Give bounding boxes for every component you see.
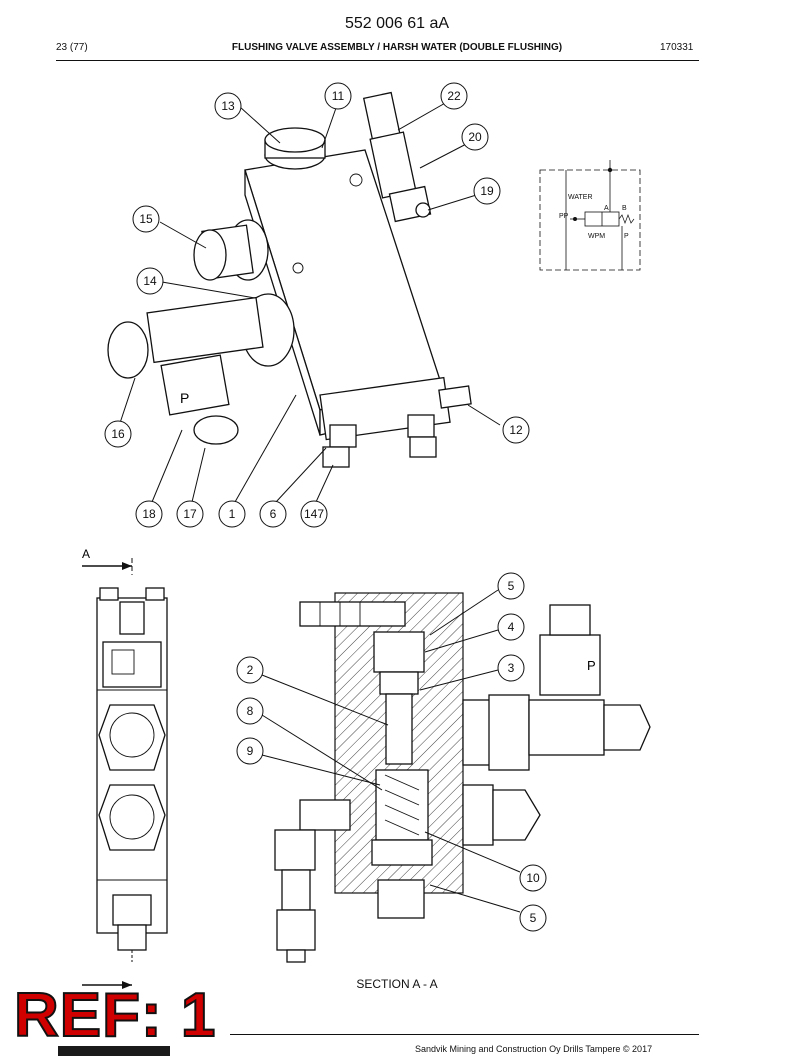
callout-14: 14: [136, 267, 164, 295]
callout-10: 10: [519, 864, 547, 892]
document-number: 552 006 61 aA: [344, 15, 450, 32]
svg-text:6: 6: [270, 507, 277, 521]
callout-19: 19: [473, 177, 501, 205]
svg-text:16: 16: [111, 427, 125, 441]
section-a-a-view: P: [274, 592, 651, 963]
callout-17: 17: [176, 500, 204, 528]
svg-text:2: 2: [247, 663, 254, 677]
page-info: 23 (77): [56, 42, 88, 53]
svg-text:13: 13: [221, 99, 235, 113]
callout-4: 4: [497, 613, 525, 641]
svg-text:20: 20: [468, 130, 482, 144]
svg-text:11: 11: [332, 89, 345, 103]
svg-text:19: 19: [480, 184, 494, 198]
svg-text:9: 9: [247, 744, 254, 758]
callout-8: 8: [236, 697, 264, 725]
section-marker-a: A: [82, 547, 90, 561]
schematic-port-b: B: [622, 205, 627, 212]
svg-text:3: 3: [508, 661, 515, 675]
svg-text:15: 15: [139, 212, 153, 226]
ref-stamp: REF: 1: [13, 981, 217, 1050]
callout-22: 22: [440, 82, 468, 110]
callouts-top: 13 11 22 20 19 15 14 16 12 18 17 1 6 147: [104, 82, 530, 528]
callout-2: 2: [236, 656, 264, 684]
svg-text:4: 4: [508, 620, 515, 634]
date-code: 170331: [660, 42, 694, 53]
callout-5-lower: 5: [519, 904, 547, 932]
schematic-wpm-label: WPM: [588, 233, 605, 240]
document-title: FLUSHING VALVE ASSEMBLY / HARSH WATER (D…: [231, 42, 563, 53]
callout-12: 12: [502, 416, 530, 444]
section-caption: SECTION A - A: [356, 977, 438, 991]
callout-18: 18: [135, 500, 163, 528]
callout-11: 11: [324, 82, 352, 110]
callout-13: 13: [214, 92, 242, 120]
callout-1: 1: [218, 500, 246, 528]
schematic-port-p: P: [624, 233, 629, 240]
callout-15: 15: [132, 205, 160, 233]
svg-text:14: 14: [143, 274, 157, 288]
svg-text:147: 147: [304, 507, 324, 521]
callout-3: 3: [497, 654, 525, 682]
svg-text:12: 12: [509, 423, 523, 437]
callout-20: 20: [461, 123, 489, 151]
header-rule: [56, 60, 699, 61]
svg-text:22: 22: [447, 89, 461, 103]
company-logo-strip: [58, 1046, 170, 1056]
footer-copyright: Sandvik Mining and Construction Oy Drill…: [415, 1044, 653, 1054]
footer-rule: [230, 1034, 699, 1035]
leader-lines-section: [261, 589, 521, 913]
svg-text:5: 5: [530, 911, 537, 925]
svg-text:17: 17: [183, 507, 197, 521]
schematic-port-pp: PP: [559, 213, 569, 220]
svg-text:8: 8: [247, 704, 254, 718]
callout-9: 9: [236, 737, 264, 765]
p-marking-iso: P: [180, 390, 189, 406]
schematic-water-label: WATER: [568, 194, 593, 201]
svg-text:5: 5: [508, 579, 515, 593]
svg-text:10: 10: [526, 871, 540, 885]
svg-text:18: 18: [142, 507, 156, 521]
callouts-section: 5 4 3 2 8 9 10 5: [236, 572, 547, 932]
p-marking-section: P: [587, 658, 596, 673]
callout-5-upper: 5: [497, 572, 525, 600]
callout-16: 16: [104, 420, 132, 448]
callout-6: 6: [259, 500, 287, 528]
schematic-port-a: A: [604, 205, 609, 212]
side-view: A: [82, 547, 168, 989]
callout-147: 147: [300, 500, 328, 528]
svg-text:1: 1: [229, 507, 236, 521]
hydraulic-schematic: WATER A B PP WPM P: [539, 160, 641, 271]
